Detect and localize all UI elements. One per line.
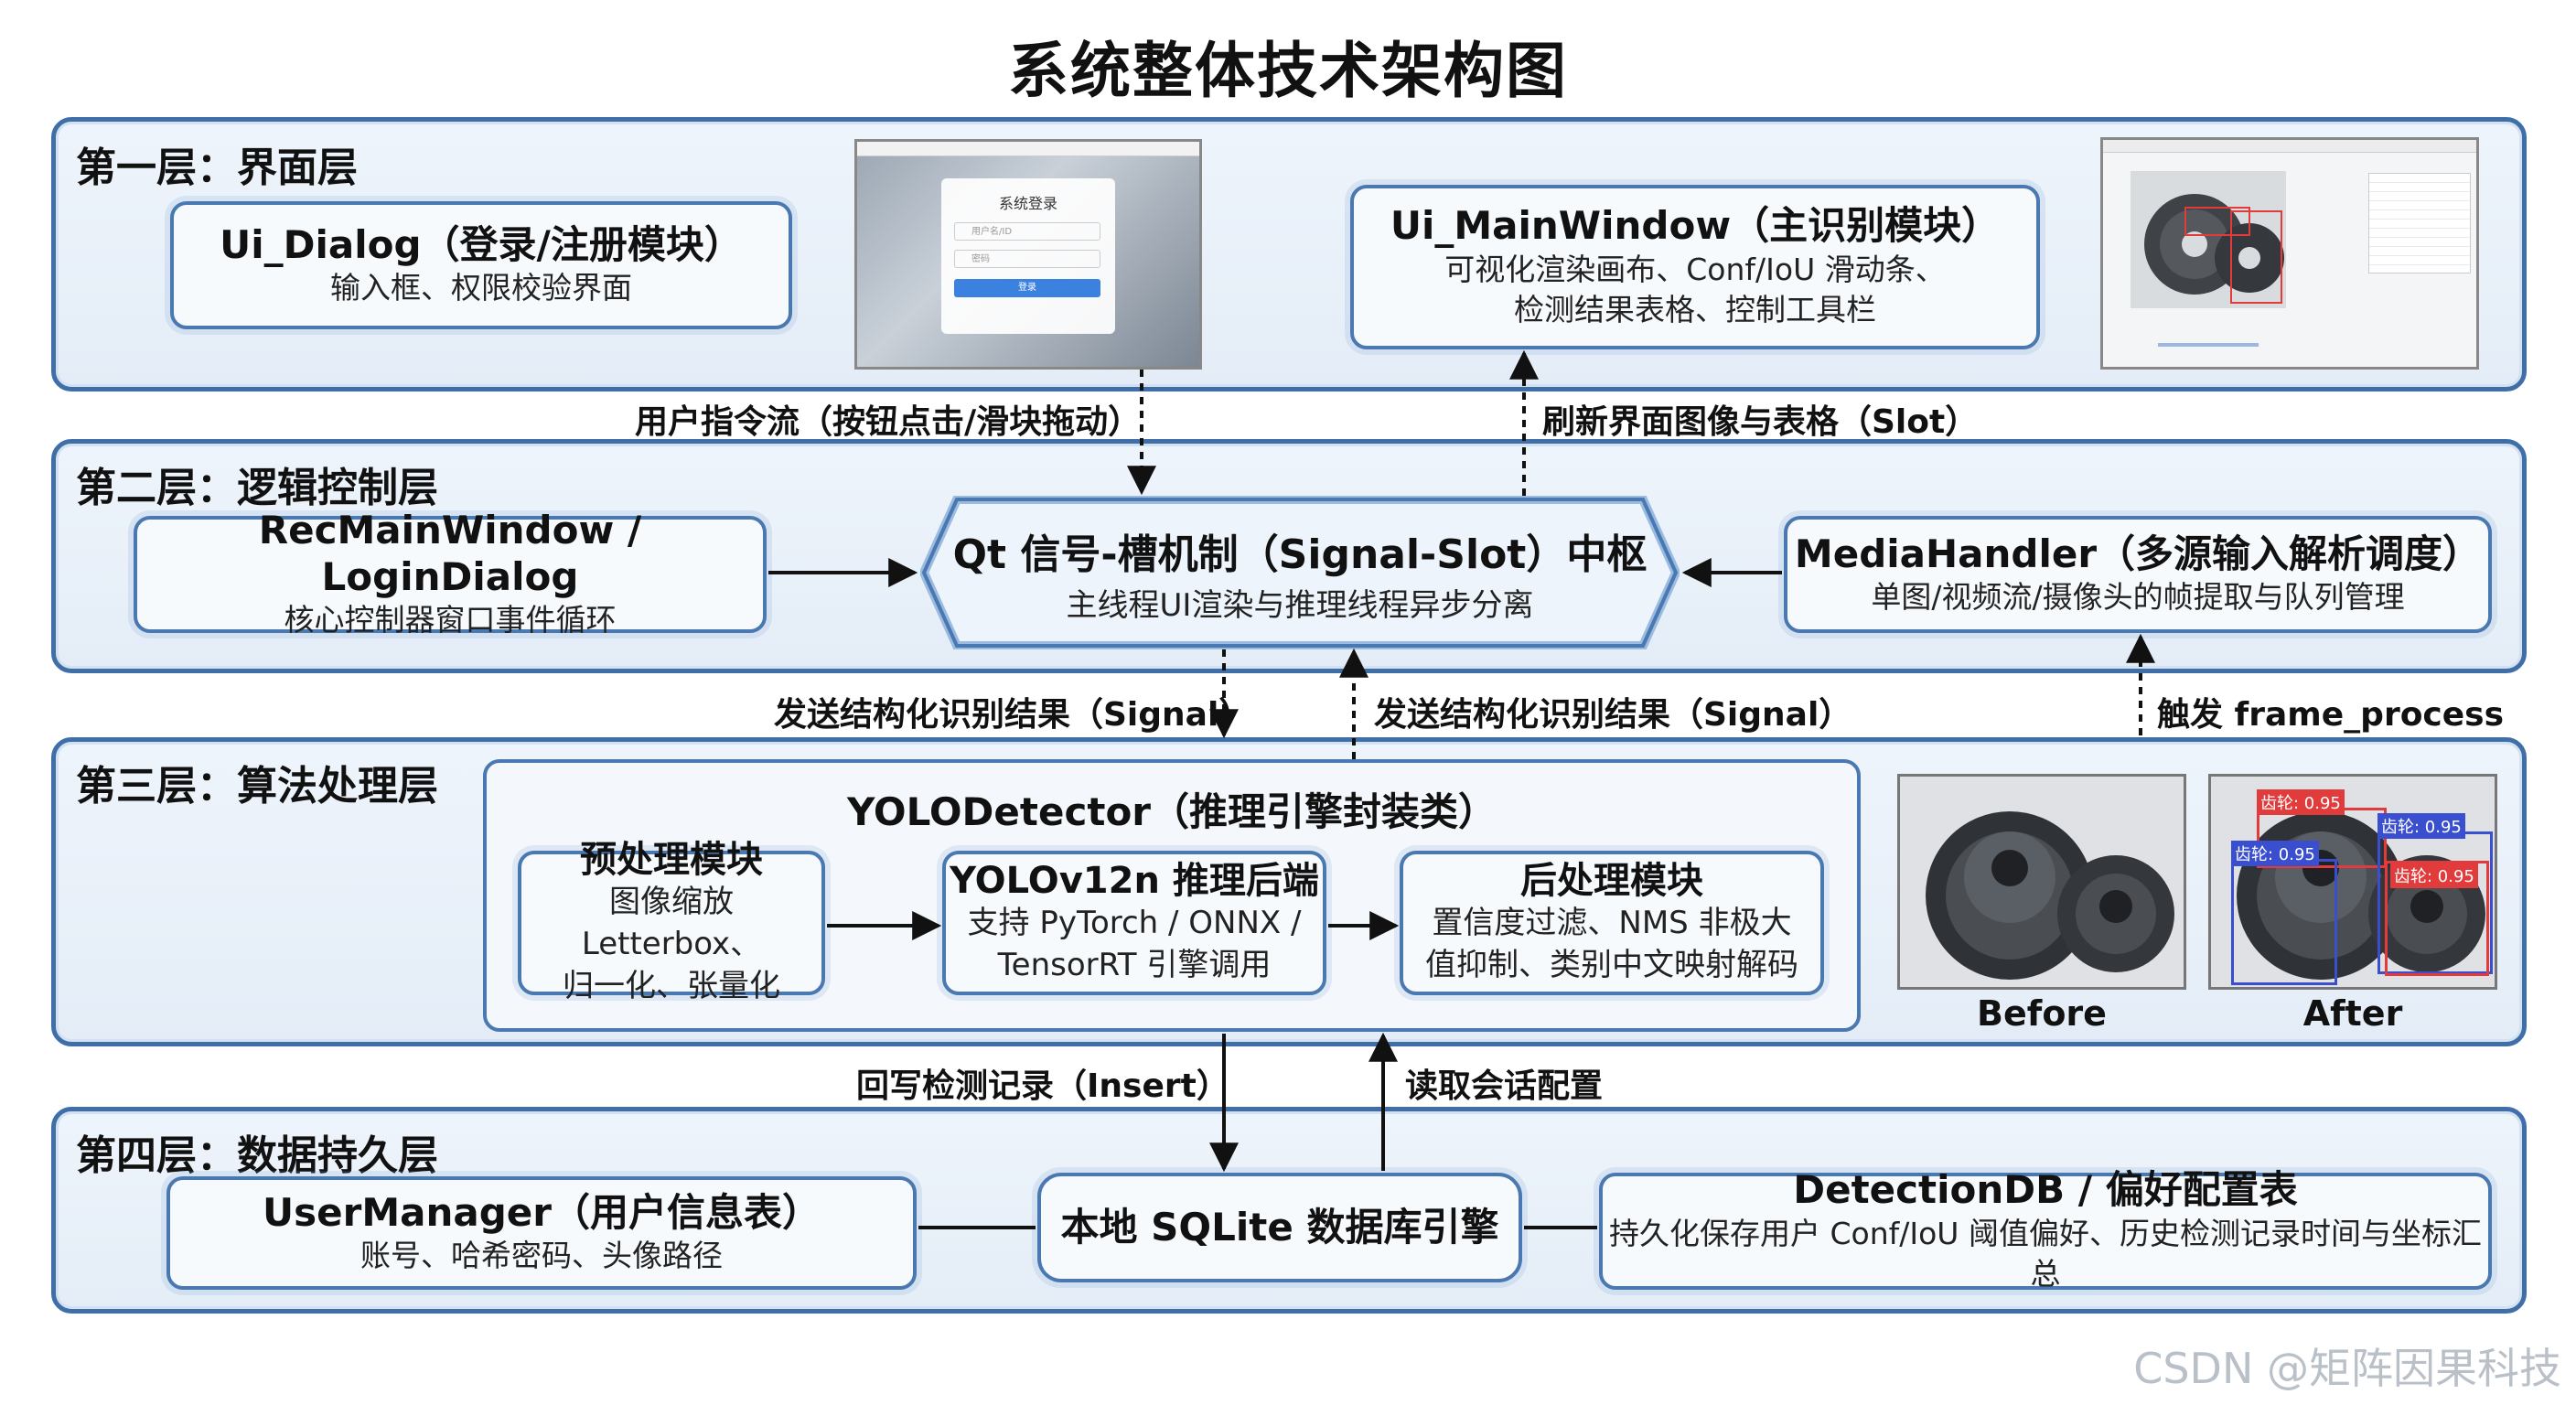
login-screenshot: 系统登录 用户名/ID 密码 登录 (854, 139, 1202, 370)
page-title: 系统整体技术架构图 (1008, 36, 1568, 106)
ui-mainwindow-desc1: 可视化渲染画布、Conf/IoU 滑动条、 (1444, 251, 1946, 287)
login-card: 系统登录 用户名/ID 密码 登录 (941, 178, 1115, 334)
postprocess-title: 后处理模块 (1520, 860, 1703, 903)
detection-label-1: 齿轮: 0.95 (2257, 789, 2345, 815)
postprocess-desc2: 值抑制、类别中文映射解码 (1425, 947, 1798, 983)
login-card-title: 系统登录 (998, 195, 1057, 212)
detection-box-4 (2385, 861, 2489, 976)
user-manager-box: UserManager（用户信息表） 账号、哈希密码、头像路径 (166, 1176, 917, 1290)
mainwindow-canvas (2131, 171, 2286, 308)
qt-hub-hexagon-shape (920, 496, 1680, 649)
qt-signal-slot-hub: Qt 信号-槽机制（Signal-Slot）中枢 主线程UI渲染与推理线程异步分… (920, 496, 1680, 649)
media-handler-box: MediaHandler（多源输入解析调度） 单图/视频流/摄像头的帧提取与队列… (1784, 516, 2492, 633)
detection-db-title: DetectionDB / 偏好配置表 (1793, 1167, 2298, 1213)
preprocess-desc2: 归一化、张量化 (563, 967, 780, 1004)
detection-box-2 (2231, 859, 2337, 985)
postprocess-desc1: 置信度过滤、NMS 非极大 (1432, 905, 1792, 942)
rec-mainwindow-box: RecMainWindow / LoginDialog 核心控制器窗口事件循环 (134, 508, 767, 638)
yolo-detector-title: YOLODetector（推理引擎封装类） (846, 789, 1497, 834)
mainwindow-slider (2158, 343, 2259, 347)
mainwindow-gear-image (2144, 194, 2284, 304)
before-image (1897, 774, 2186, 990)
flow-label-refresh: 刷新界面图像与表格（Slot） (1542, 403, 1979, 441)
flow-label-send1: 发送结构化识别结果（Signal） (774, 696, 1252, 734)
preprocess-desc1: 图像缩放 Letterbox、 (581, 884, 762, 963)
flow-label-writeback: 回写检测记录（Insert） (856, 1067, 1229, 1105)
postprocess-box: 后处理模块 置信度过滤、NMS 非极大 值抑制、类别中文映射解码 (1400, 851, 1824, 995)
sqlite-engine-title: 本地 SQLite 数据库引擎 (1060, 1204, 1499, 1249)
inference-box: YOLOv12n 推理后端 支持 PyTorch / ONNX / Tensor… (942, 851, 1326, 995)
layer-data-label: 第四层：数据持久层 (76, 1132, 438, 1179)
before-caption: Before (1977, 993, 2107, 1034)
media-handler-title: MediaHandler（多源输入解析调度） (1794, 531, 2482, 576)
media-handler-desc: 单图/视频流/摄像头的帧提取与队列管理 (1871, 578, 2405, 615)
after-image: 齿轮: 0.95 齿轮: 0.95 齿轮: 0.95 齿轮: 0.95 (2208, 774, 2497, 990)
sqlite-engine-box: 本地 SQLite 数据库引擎 (1037, 1173, 1522, 1282)
flow-label-user-cmd: 用户指令流（按钮点击/滑块拖动） (635, 403, 1142, 441)
inference-desc2: TensorRT 引擎调用 (997, 947, 1272, 983)
ui-dialog-title: Ui_Dialog（登录/注册模块） (220, 221, 743, 267)
detection-label-4: 齿轮: 0.95 (2390, 863, 2478, 888)
flow-label-send2: 发送结构化识别结果（Signal） (1374, 696, 1852, 734)
flow-label-read-config: 读取会话配置 (1405, 1067, 1604, 1105)
detection-db-desc: 持久化保存用户 Conf/IoU 阈值偏好、历史检测记录时间与坐标汇总 (1609, 1215, 2482, 1292)
ui-dialog-desc: 输入框、权限校验界面 (330, 269, 632, 306)
user-manager-title: UserManager（用户信息表） (263, 1189, 821, 1235)
rec-mainwindow-desc: 核心控制器窗口事件循环 (284, 602, 617, 638)
user-manager-desc: 账号、哈希密码、头像路径 (360, 1237, 723, 1273)
inference-title: YOLOv12n 推理后端 (950, 860, 1319, 903)
flow-label-trigger: 触发 frame_process (2157, 696, 2505, 734)
after-caption: After (2302, 993, 2403, 1034)
ui-mainwindow-title: Ui_MainWindow（主识别模块） (1390, 203, 2001, 249)
watermark: CSDN @矩阵因果科技 (2133, 1344, 2561, 1393)
detection-label-3: 齿轮: 0.95 (2377, 813, 2465, 839)
qt-hub-desc: 主线程UI渲染与推理线程异步分离 (1066, 586, 1534, 624)
preprocess-box: 预处理模块 图像缩放 Letterbox、 归一化、张量化 (518, 839, 825, 1004)
login-window-bar (857, 142, 1199, 156)
ui-dialog-box: Ui_Dialog（登录/注册模块） 输入框、权限校验界面 (170, 201, 792, 329)
ui-mainwindow-desc2: 检测结果表格、控制工具栏 (1514, 292, 1876, 328)
detection-label-2: 齿轮: 0.95 (2231, 841, 2319, 866)
layer-logic-label: 第二层：逻辑控制层 (76, 465, 438, 511)
mainwindow-screenshot (2100, 137, 2479, 370)
mainwindow-table (2368, 173, 2471, 273)
login-user-input: 用户名/ID (954, 222, 1100, 241)
mainwindow-bar (2103, 140, 2476, 153)
layer-ui-label: 第一层：界面层 (76, 145, 358, 191)
detection-db-box: DetectionDB / 偏好配置表 持久化保存用户 Conf/IoU 阈值偏… (1599, 1167, 2492, 1292)
before-gears-illustration (1900, 777, 2184, 987)
login-pwd-input: 密码 (954, 250, 1100, 268)
rec-mainwindow-title: RecMainWindow / LoginDialog (258, 508, 642, 599)
inference-desc1: 支持 PyTorch / ONNX / (967, 905, 1302, 942)
ui-mainwindow-box: Ui_MainWindow（主识别模块） 可视化渲染画布、Conf/IoU 滑动… (1350, 185, 2040, 349)
preprocess-title: 预处理模块 (580, 839, 763, 882)
login-button: 登录 (954, 279, 1100, 297)
qt-hub-title: Qt 信号-槽机制（Signal-Slot）中枢 (952, 531, 1648, 578)
layer-algorithm-label: 第三层：算法处理层 (76, 763, 438, 810)
